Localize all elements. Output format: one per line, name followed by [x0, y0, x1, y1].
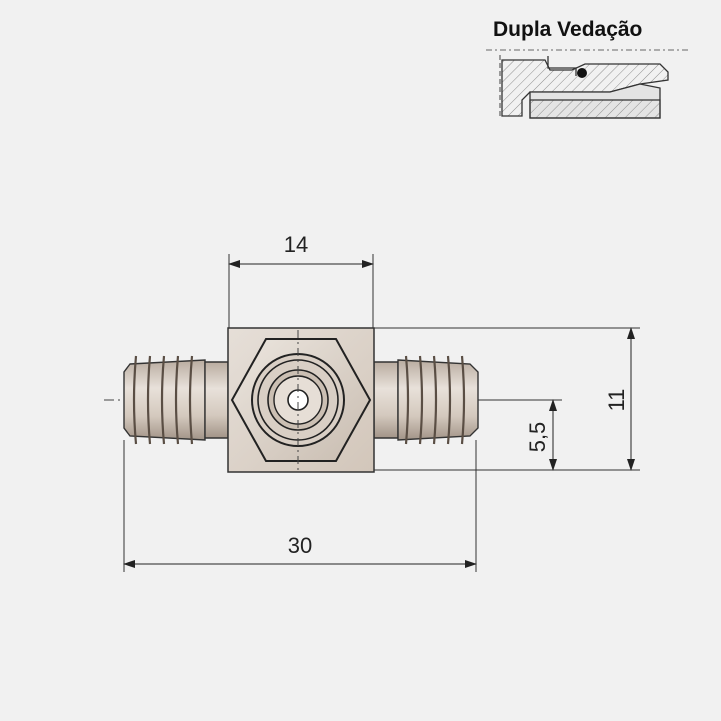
port-opening — [251, 330, 345, 470]
dimension-label-height: 11 — [604, 389, 629, 412]
dimension-half-height: 5,5 — [478, 399, 562, 471]
dimension-label-hex-width: 14 — [284, 232, 308, 257]
seal-detail-inset — [486, 49, 690, 119]
right-thread — [373, 355, 479, 445]
o-ring-icon — [577, 68, 587, 78]
dimension-hex-width: 14 — [228, 232, 374, 328]
diagram-title: Dupla Vedação — [493, 18, 643, 41]
left-thread — [123, 355, 229, 445]
dimension-label-total-length: 30 — [288, 533, 312, 558]
dimension-height: 11 — [374, 327, 640, 471]
dimension-total-length: 30 — [123, 440, 477, 572]
dimension-label-half-height: 5,5 — [525, 422, 550, 453]
